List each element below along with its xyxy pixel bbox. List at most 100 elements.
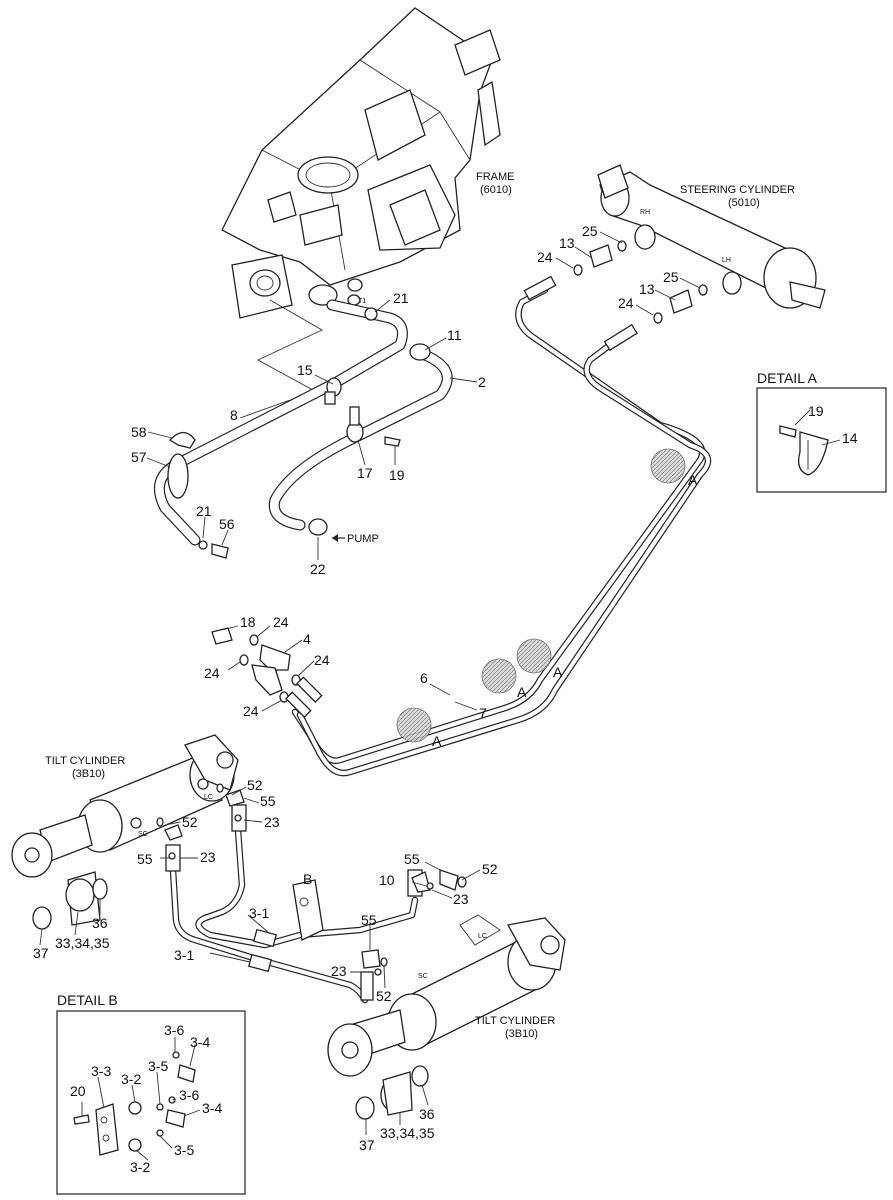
callout-3-1-lower: 3-1	[174, 947, 194, 963]
tilt-upper-code: (3B10)	[72, 768, 105, 780]
detail-a-title: DETAIL A	[757, 370, 818, 386]
callout-57: 57	[131, 449, 147, 465]
callout-37: 37	[33, 945, 49, 961]
callout-3-1: 3-1	[249, 905, 269, 921]
callout-23-sc: 23	[200, 849, 216, 865]
detail-a-mark-2: A	[553, 664, 563, 680]
callout-17: 17	[357, 465, 373, 481]
callout-33-34-35-lower: 33,34,35	[380, 1125, 435, 1141]
detail-a-marker-2	[516, 638, 552, 674]
callout-15: 15	[297, 362, 313, 378]
callout-3-5: 3-5	[148, 1058, 168, 1074]
callout-numbers: 21 11 2 15 8 58 57 17 19 21 56 22 13 25 …	[33, 223, 858, 1175]
detail-a-box: DETAIL A	[756, 370, 887, 493]
callout-7: 7	[479, 705, 487, 721]
callout-52-lower-lc: 52	[482, 861, 498, 877]
steering-code: (5010)	[728, 197, 760, 209]
frame-code: (6010)	[480, 184, 512, 196]
callout-24-valve-c: 24	[314, 652, 330, 668]
callout-3-2-lower: 3-2	[130, 1159, 150, 1175]
bracket-b	[292, 879, 324, 941]
callout-22: 22	[310, 561, 326, 577]
callout-24-valve-d: 24	[243, 703, 259, 719]
tilt-lower-title: TILT CYLINDER	[475, 1015, 555, 1027]
detail-a-mark-3: A	[517, 684, 527, 700]
callout-10: 10	[379, 872, 395, 888]
callout-13-lower: 13	[639, 281, 655, 297]
callout-3-4-lower: 3-4	[202, 1100, 222, 1116]
tilt-cylinder-lower: TILT CYLINDER (3B10) LC SC	[327, 914, 566, 1120]
callout-23-lower-lc: 23	[453, 891, 469, 907]
callout-24-lower: 24	[618, 295, 634, 311]
callout-24: 24	[537, 249, 553, 265]
callout-23-lower-sc: 23	[331, 963, 347, 979]
detail-a-marker-1	[650, 448, 686, 484]
tilt-upper-title: TILT CYLINDER	[45, 755, 125, 767]
callout-3-2: 3-2	[121, 1071, 141, 1087]
callout-25: 25	[582, 223, 598, 239]
callout-20: 20	[70, 1083, 86, 1099]
callout-3-4: 3-4	[190, 1034, 210, 1050]
callout-37-lower: 37	[359, 1137, 375, 1153]
tilt-lower-code: (3B10)	[505, 1028, 538, 1040]
callout-33-34-35: 33,34,35	[55, 935, 110, 951]
callout-55-lower-sc: 55	[361, 912, 377, 928]
callout-11: 11	[447, 327, 462, 343]
detail-b-box: DETAIL B	[56, 992, 246, 1195]
tilt-hoses: B	[156, 783, 467, 1004]
callout-3-3: 3-3	[91, 1063, 111, 1079]
callout-52-lower-sc: 52	[376, 988, 392, 1004]
callout-55-sc: 55	[137, 851, 153, 867]
callout-2: 2	[478, 374, 486, 390]
callout-8: 8	[230, 407, 238, 423]
callout-36-lower: 36	[419, 1106, 435, 1122]
callout-19: 19	[389, 467, 405, 483]
callout-24-valve-a: 24	[273, 614, 289, 630]
clamps-and-fittings: PUMP	[167, 307, 431, 559]
steering-title: STEERING CYLINDER	[680, 184, 795, 196]
steering-cylinder: RH LH STEERING CYLINDER (5010)	[573, 164, 826, 324]
port-lc-upper-label: LC	[204, 794, 213, 801]
callout-14: 14	[842, 430, 858, 446]
callout-6: 6	[420, 670, 428, 686]
steering-pipes: A A A A	[291, 275, 712, 777]
port-lc-lower-label: LC	[478, 933, 487, 940]
detail-a-marker-4	[396, 707, 432, 743]
pump-hose-2	[268, 349, 453, 531]
callout-55: 55	[260, 793, 276, 809]
callout-21: 21	[393, 290, 409, 306]
port-sc-upper-label: SC	[138, 831, 148, 838]
frame-title: FRAME	[476, 171, 515, 183]
callout-3-6: 3-6	[164, 1022, 184, 1038]
leader-lines	[39, 231, 841, 1161]
callout-36: 36	[92, 915, 108, 931]
port-t1-label: T1	[358, 298, 366, 305]
detail-b-mark: B	[303, 871, 312, 887]
callout-13: 13	[559, 235, 575, 251]
port-rh-label: RH	[640, 209, 650, 216]
callout-52-sc: 52	[182, 814, 198, 830]
port-sc-lower-label: SC	[418, 973, 428, 980]
pump-label: PUMP	[347, 533, 379, 545]
tilt-cylinder-upper: TILT CYLINDER (3B10) LC SC	[11, 734, 239, 930]
detail-a-mark-4: A	[432, 733, 442, 749]
frame-assembly: FRAME (6010) T1	[221, 7, 515, 396]
detail-a-marker-3	[481, 658, 517, 694]
callout-56: 56	[219, 516, 235, 532]
callout-4: 4	[303, 631, 311, 647]
callout-21-lower: 21	[196, 503, 212, 519]
detail-a-mark-1: A	[688, 472, 698, 488]
callout-58: 58	[131, 424, 147, 440]
callout-18: 18	[240, 614, 256, 630]
callout-52: 52	[247, 777, 263, 793]
callout-23: 23	[264, 814, 280, 830]
callout-3-6-lower: 3-6	[179, 1087, 199, 1103]
port-lh-label: LH	[722, 257, 731, 264]
callout-19-detail-a: 19	[808, 403, 824, 419]
valve-fittings	[211, 627, 323, 718]
callout-55-lower-lc: 55	[404, 851, 420, 867]
detail-b-title: DETAIL B	[57, 992, 118, 1008]
callout-3-5-lower: 3-5	[174, 1142, 194, 1158]
callout-25-lower: 25	[663, 269, 679, 285]
